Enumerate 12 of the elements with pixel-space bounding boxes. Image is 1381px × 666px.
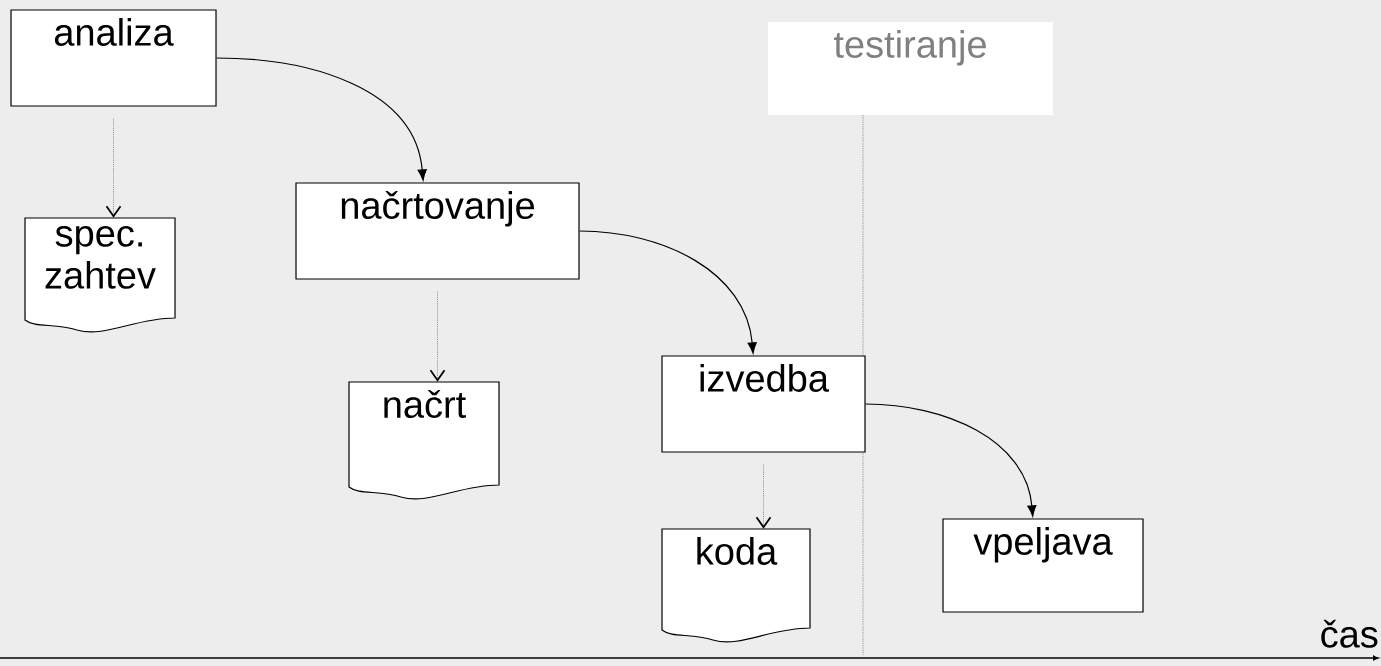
arrow (755, 464, 772, 529)
arrow (865, 403, 1037, 517)
process-box: vpeljava (942, 518, 1144, 613)
arrow (105, 118, 122, 218)
phase-box: testiranje (768, 22, 1053, 115)
arrow (579, 230, 757, 354)
arrow (429, 291, 446, 382)
process-box: izvedba (661, 355, 866, 453)
process-box: načrtovanje (295, 182, 580, 280)
axis-label: čas (1321, 619, 1378, 648)
process-box: analiza (10, 9, 217, 107)
arrow (216, 57, 427, 181)
